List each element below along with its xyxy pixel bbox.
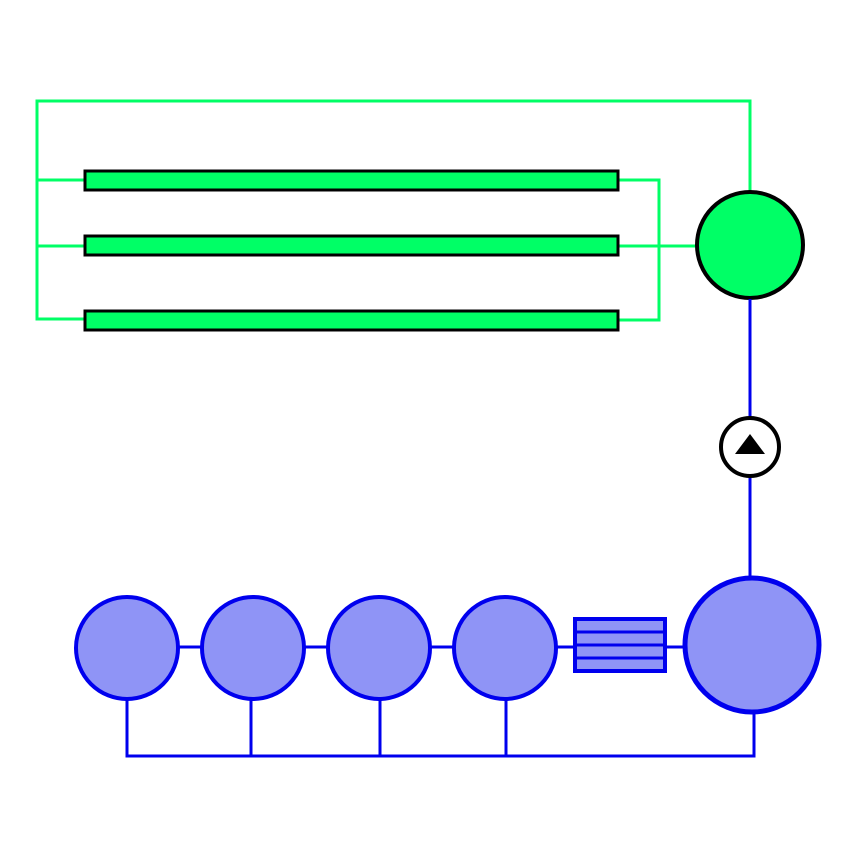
green-bar-1 (83, 169, 620, 192)
green-collector-circle (695, 190, 805, 300)
green-outer-loop (35, 99, 752, 321)
green-bar-3 (83, 309, 620, 332)
striped-filter-unit (573, 617, 667, 673)
blue-tank-4 (452, 595, 558, 701)
blue-tanks (74, 595, 558, 701)
green-right-manifold (618, 178, 661, 322)
blue-piping (125, 645, 756, 758)
blue-tank-1 (74, 595, 180, 701)
green-bars (83, 169, 620, 332)
blue-tank-3 (326, 595, 432, 701)
green-piping (35, 99, 752, 322)
pump-triangle-icon (735, 434, 765, 454)
green-bar-2 (83, 234, 620, 257)
pump-symbol (719, 416, 781, 478)
blue-bottom-manifold (125, 700, 756, 758)
large-blue-tank (682, 575, 822, 715)
blue-tank-2 (200, 595, 306, 701)
